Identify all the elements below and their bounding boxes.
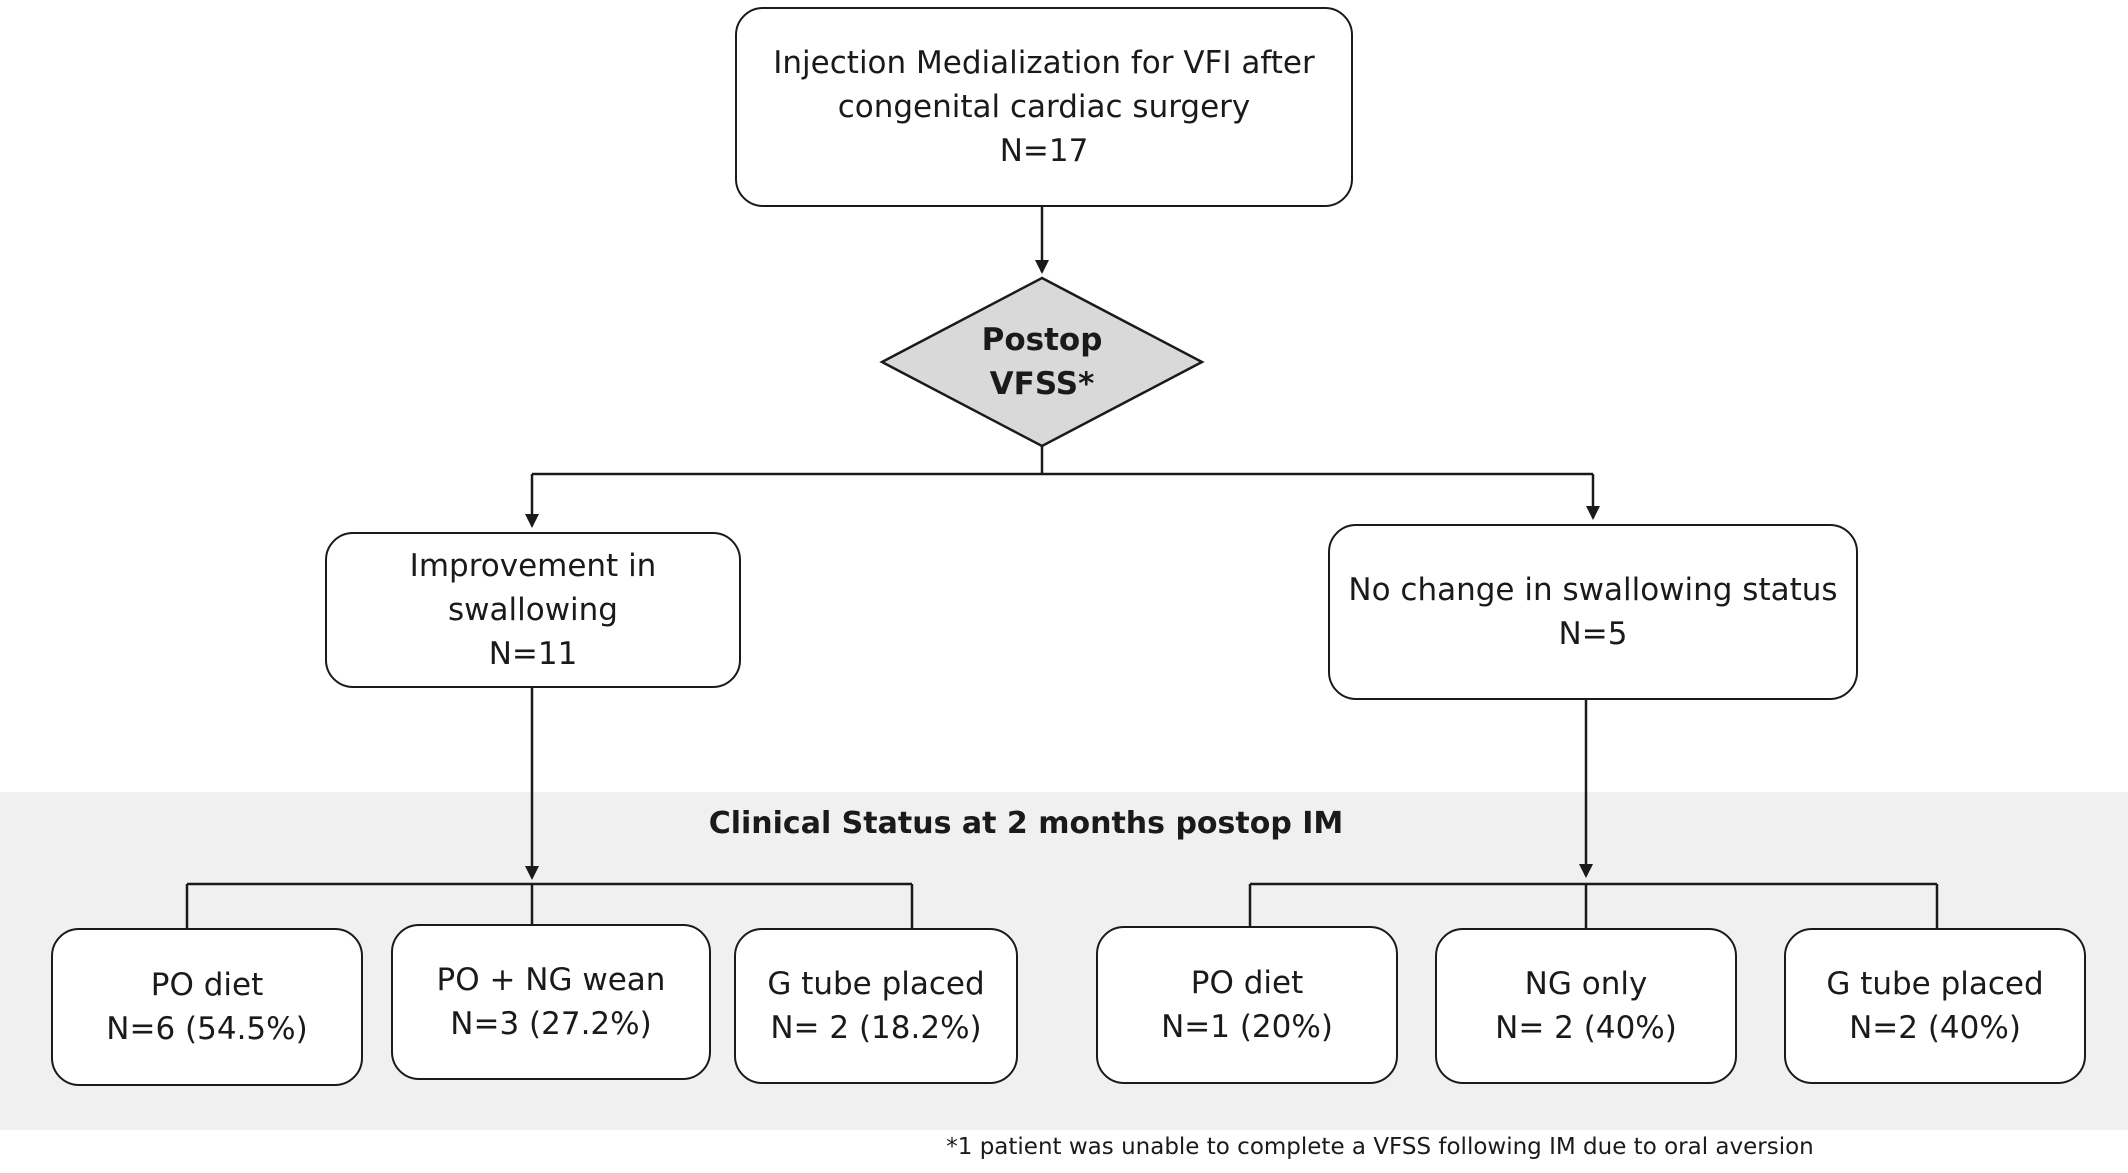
right-branch-box: No change in swallowing status N=5 [1328,524,1858,700]
outcome-count: N=1 (20%) [1161,1009,1333,1045]
outcome-label: G tube placed [767,966,985,1002]
top-node-line-2: congenital cardiac surgery [837,89,1251,125]
right-branch-line-1: No change in swallowing status [1348,572,1838,608]
outcome-label: PO diet [150,967,264,1003]
decision-label: Postop VFSS* [882,312,1202,412]
outcome-count: N=3 (27.2%) [450,1006,652,1042]
top-node-line-1: Injection Medialization for VFI after [773,45,1315,81]
outcome-count: N= 2 (18.2%) [770,1010,982,1046]
right-outcome-1-box: PO diet N=1 (20%) [1096,926,1398,1084]
left-outcome-3-box: G tube placed N= 2 (18.2%) [734,928,1018,1084]
outcome-count: N=6 (54.5%) [106,1011,308,1047]
left-branch-line-2: swallowing [448,592,618,628]
right-outcome-2-box: NG only N= 2 (40%) [1435,928,1737,1084]
left-outcome-2-box: PO + NG wean N=3 (27.2%) [391,924,711,1080]
left-branch-line-3: N=11 [488,636,578,672]
left-branch-box: Improvement in swallowing N=11 [325,532,741,688]
outcome-label: NG only [1524,966,1648,1002]
right-outcome-3-box: G tube placed N=2 (40%) [1784,928,2086,1084]
left-branch-line-1: Improvement in [409,548,657,584]
top-node-line-3: N=17 [999,133,1089,169]
outcome-label: PO + NG wean [436,962,666,998]
outcome-count: N= 2 (40%) [1495,1010,1677,1046]
right-branch-line-2: N=5 [1558,616,1628,652]
footnote: *1 patient was unable to complete a VFSS… [946,1134,1814,1160]
decision-line-1: Postop [981,322,1103,358]
outcome-count: N=2 (40%) [1849,1010,2021,1046]
band-title: Clinical Status at 2 months postop IM [708,806,1344,841]
outcome-label: PO diet [1190,965,1304,1001]
top-node-box: Injection Medialization for VFI after co… [735,7,1353,207]
decision-line-2: VFSS* [989,366,1095,402]
outcome-label: G tube placed [1826,966,2044,1002]
left-outcome-1-box: PO diet N=6 (54.5%) [51,928,363,1086]
